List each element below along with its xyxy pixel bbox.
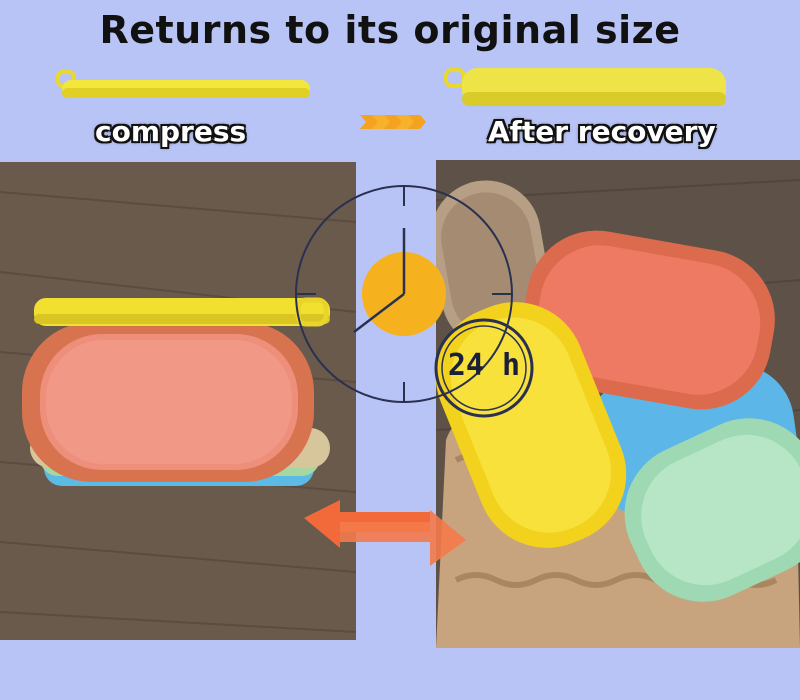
- recovered-sponge-image: [444, 68, 726, 106]
- recovered-photo: [436, 160, 800, 648]
- duration-label: 24 h: [447, 348, 521, 383]
- compressed-sponge-image: [56, 70, 310, 98]
- page-title: Returns to its original size: [99, 8, 681, 52]
- compressed-photo: [0, 162, 356, 640]
- after-recovery-label: After recovery: [488, 115, 716, 148]
- chevron-right-arrows-icon: [360, 115, 426, 129]
- compress-label: compress: [95, 115, 247, 148]
